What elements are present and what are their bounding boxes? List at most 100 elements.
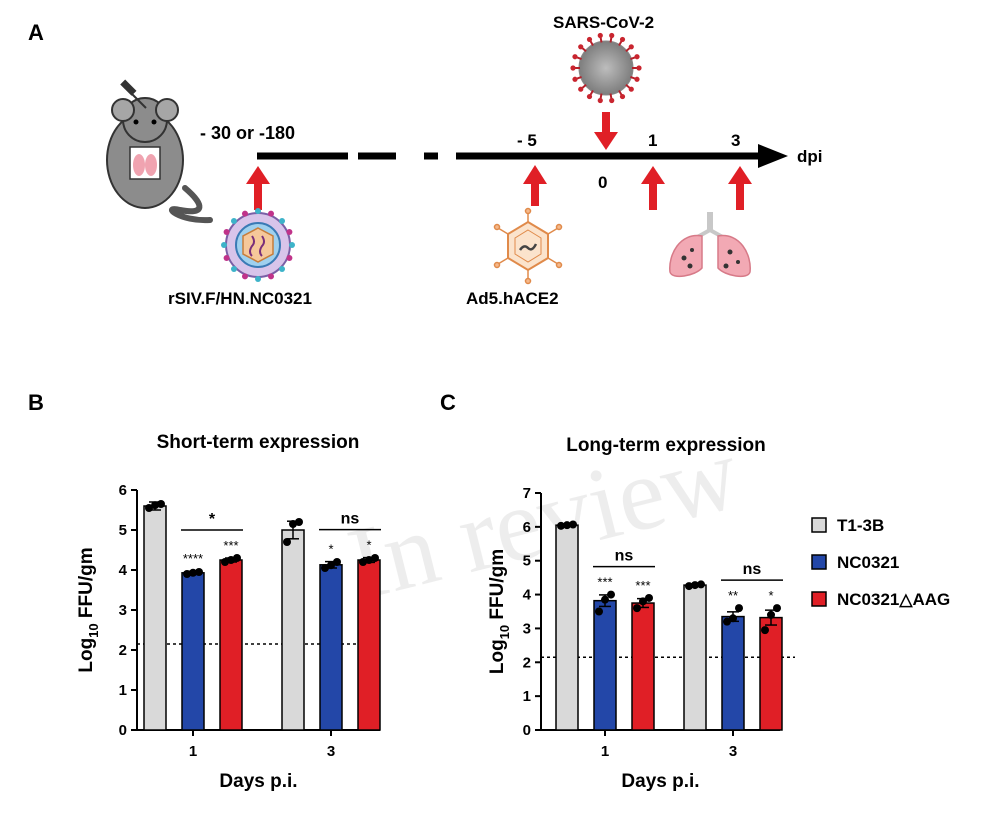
comparison-label: ns [615,548,634,565]
y-tick-label: 2 [119,642,127,659]
significance-stars: * [768,588,773,603]
timeline-unit: dpi [797,147,823,166]
arrow-vaccination [246,166,270,210]
timeline-point-start: - 30 or -180 [200,123,295,143]
data-point [729,614,737,623]
y-tick-label: 4 [523,587,532,604]
timeline-point-3: 3 [731,131,740,150]
bar [631,602,655,731]
significance-stars: * [328,542,333,557]
vaccine-particle-icon [221,208,295,282]
y-tick-label: 5 [119,522,127,539]
timeline-point-1: 1 [648,131,657,150]
bar [219,559,243,731]
data-point [735,604,743,613]
data-point [283,538,291,546]
arrow-ad5 [523,165,547,206]
legend-label: NC0321 [837,553,899,572]
y-tick-label: 6 [119,482,127,499]
y-tick-label: 6 [523,519,531,536]
data-point [773,604,781,613]
bar [721,615,745,731]
x-axis-label: Days p.i. [621,771,699,792]
data-point [145,504,153,512]
data-point [633,604,641,613]
ad5-particle-icon [493,207,563,285]
data-point [685,582,693,591]
data-point [183,570,191,578]
lungs-icon [669,212,751,278]
data-point [645,593,653,602]
bar [357,559,381,731]
legend-swatch [811,554,827,570]
arrow-day3 [728,166,752,210]
legend-label: NC0321△AAG [837,590,950,609]
chart-title: Short-term expression [157,432,360,453]
bar [555,524,579,731]
arrow-challenge [594,112,618,150]
legend-label: T1-3B [837,516,884,535]
timeline-arrows [246,112,752,210]
y-tick-label: 2 [523,654,531,671]
legend-swatch [811,591,827,607]
significance-stars: * [366,538,371,553]
y-tick-label: 3 [523,620,531,637]
vaccine-label: rSIV.F/HN.NC0321 [168,289,312,308]
significance-stars: *** [223,538,238,553]
y-tick-label: 1 [119,682,127,699]
data-point [761,626,769,635]
virus-icon [570,32,642,104]
data-point [333,558,341,566]
data-point [157,500,165,508]
data-point [371,554,379,562]
timeline-point-minus5: - 5 [517,131,537,150]
x-tick-label: 3 [327,743,335,760]
y-tick-label: 0 [523,722,531,739]
panel-label-b: B [28,390,44,415]
data-point [563,521,571,530]
bar [181,572,205,731]
data-point [601,595,609,604]
y-tick-label: 1 [523,688,531,705]
x-tick-label: 1 [601,743,609,760]
significance-stars: *** [635,578,650,593]
data-point [189,568,197,577]
y-tick-label: 0 [119,722,127,739]
data-point [697,580,705,589]
comparison-label: ns [743,561,762,578]
bar [319,564,343,731]
data-point [595,607,603,616]
mouse-icon [106,79,213,224]
data-point [569,520,577,529]
virus-label: SARS-CoV-2 [553,13,654,32]
data-point [691,581,699,590]
arrow-day1 [641,166,665,210]
y-tick-label: 7 [523,485,531,502]
bar [143,505,167,731]
comparison-label: * [209,511,216,528]
bar [281,529,305,731]
legend-swatch [811,517,827,533]
y-tick-label: 3 [119,602,127,619]
x-axis-label: Days p.i. [219,771,297,792]
comparison-label: ns [341,511,360,528]
significance-stars: ** [728,588,738,603]
data-point [767,610,775,619]
data-point [151,501,159,510]
data-point [639,597,647,606]
y-axis-label: Log10 FFU/gm [487,549,512,674]
panel-label-a: A [28,20,44,45]
data-point [195,568,203,576]
data-point [723,617,731,626]
data-point [233,554,241,562]
panel-label-c: C [440,390,456,415]
y-tick-label: 5 [523,553,531,570]
bar [593,599,617,731]
x-tick-label: 3 [729,743,737,760]
data-point [607,590,615,599]
bar [683,584,707,731]
